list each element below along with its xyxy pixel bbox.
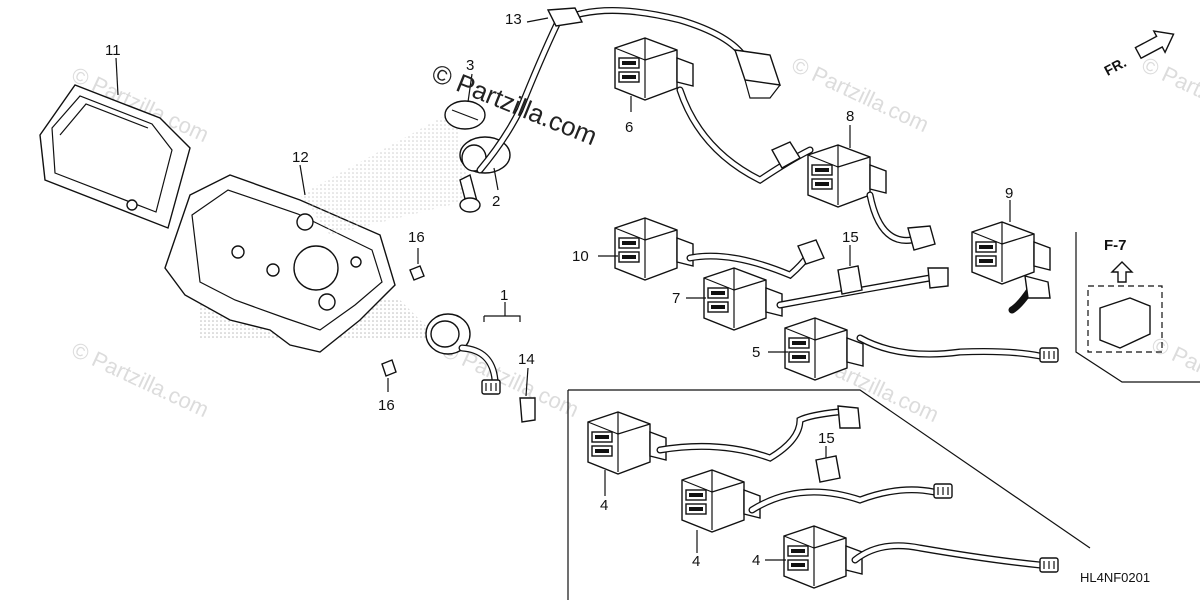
callout-16a: 16 [408,229,425,246]
callout-12: 12 [292,149,309,166]
callout-labels: 1 2 3 4 4 4 5 6 7 8 9 10 11 12 13 14 15 … [105,11,1013,570]
callout-4a: 4 [600,497,608,514]
svg-text:© Partzilla.com: © Partzilla.com [788,52,933,137]
svg-text:© Partzilla.com: © Partzilla.com [1138,52,1200,137]
svg-text:© Partzilla.com: © Partzilla.com [68,337,213,422]
callout-6: 6 [625,119,633,136]
upper-harness[interactable] [476,7,936,251]
leader-lines [115,17,1011,561]
callout-16b: 16 [378,397,395,414]
reference-box [1075,232,1200,383]
diagram-code: HL4NF0201 [1080,570,1150,585]
callout-2: 2 [492,193,500,210]
callout-5: 5 [752,344,760,361]
callout-8: 8 [846,108,854,125]
callout-10: 10 [572,248,589,265]
callout-3: 3 [466,57,474,74]
callout-1: 1 [500,287,508,304]
switch-9-part[interactable] [971,221,1051,314]
callout-7: 7 [672,290,680,307]
callout-4b: 4 [692,553,700,570]
callout-4c: 4 [752,552,760,569]
callout-15b: 15 [818,430,835,447]
front-direction-label: FR. [1101,54,1128,79]
socket-harness-part[interactable] [425,302,536,423]
callout-9: 9 [1005,185,1013,202]
meter-lens-part[interactable] [39,84,191,229]
reference-label: F-7 [1104,237,1127,254]
callout-13: 13 [505,11,522,28]
callout-15a: 15 [842,229,859,246]
lower-switch-group[interactable] [567,389,1091,600]
bolts[interactable] [381,265,425,377]
callout-14: 14 [518,351,535,368]
middle-harness[interactable] [614,217,1059,381]
callout-11: 11 [105,42,121,59]
svg-text:© Partzilla.com: © Partzilla.com [1148,332,1200,417]
